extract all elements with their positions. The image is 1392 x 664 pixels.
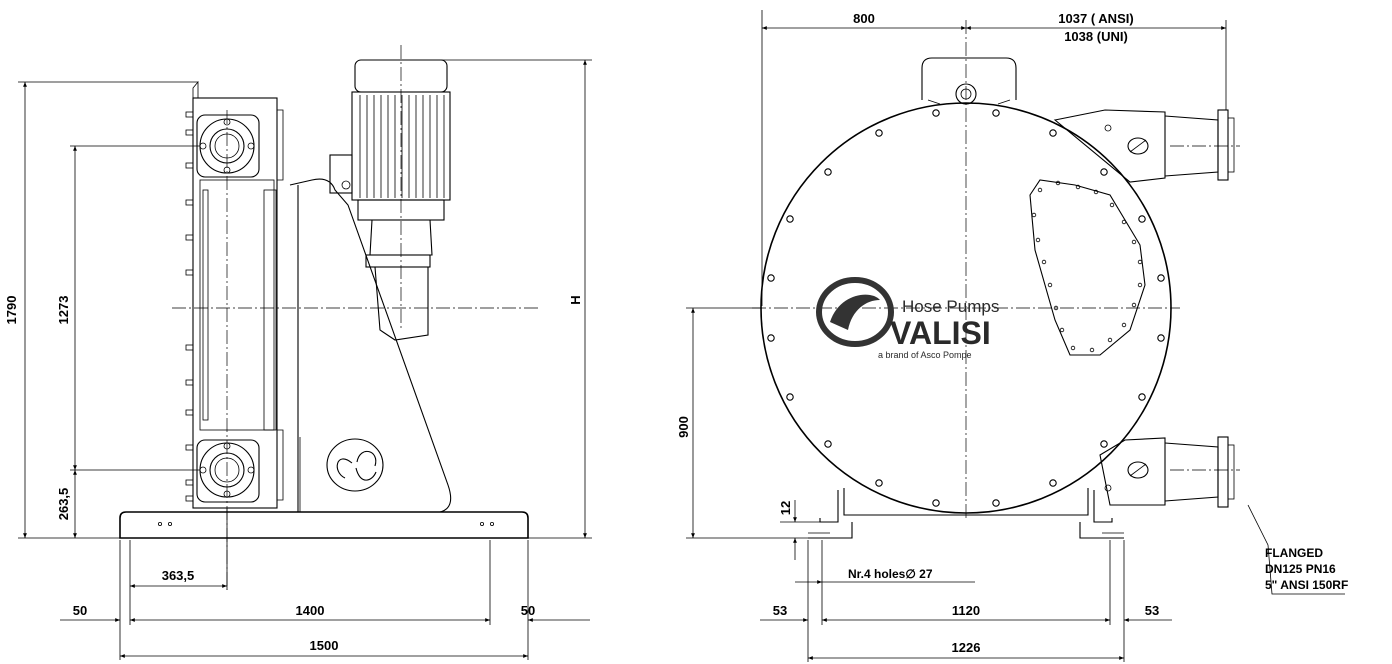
dim-right-width-uni: 1038 (UNI) <box>1064 29 1128 44</box>
front-view: Hose Pumps VALISI a brand of Asco Pompe … <box>676 10 1348 662</box>
flange-note-line2: DN125 PN16 <box>1265 562 1336 576</box>
dim-right-width-ansi: 1037 ( ANSI) <box>1058 11 1133 26</box>
dim-port-spacing: 1273 <box>56 296 71 325</box>
side-view: 1790 1273 263,5 H 363,5 50 1400 50 1500 <box>4 45 592 660</box>
fan-symbol <box>326 438 384 492</box>
dim-bolt-spacing: 1400 <box>296 603 325 618</box>
dim-hole-spacing: 1120 <box>952 603 980 618</box>
dim-base-length: 1500 <box>310 638 339 653</box>
top-housing <box>921 57 1017 105</box>
lower-flange <box>1104 436 1240 508</box>
flange-note-line3: 5" ANSI 150RF <box>1265 578 1348 592</box>
dim-foot-thickness: 12 <box>778 501 793 515</box>
dim-right-margin-front: 53 <box>1145 603 1159 618</box>
side-dimensions: 1790 1273 263,5 H 363,5 50 1400 50 1500 <box>4 59 592 660</box>
upper-port <box>196 114 260 178</box>
support-frame <box>289 178 452 513</box>
pump-housing-front <box>752 20 1240 539</box>
window-holes <box>1031 180 1143 353</box>
dim-left-margin: 50 <box>73 603 87 618</box>
dim-right-margin: 50 <box>521 603 535 618</box>
front-dimensions: 800 1037 ( ANSI) 1038 (UNI) 900 12 Nr.4 … <box>676 10 1348 662</box>
casing-bolts <box>185 111 194 502</box>
dim-port-offset: 363,5 <box>162 568 195 583</box>
logo-line1: Hose Pumps <box>902 297 999 316</box>
dim-base-width: 1226 <box>952 640 981 655</box>
upper-flange <box>1104 109 1240 181</box>
holes-note: Nr.4 holes∅ 27 <box>848 567 933 581</box>
logo-tagline: a brand of Asco Pompe <box>878 350 972 360</box>
dim-left-margin-front: 53 <box>773 603 787 618</box>
flange-note-line1: FLANGED <box>1265 546 1323 560</box>
lower-port <box>196 439 260 503</box>
dim-left-width: 800 <box>853 11 875 26</box>
dim-lower-port: 263,5 <box>56 488 71 521</box>
valisi-logo: Hose Pumps VALISI a brand of Asco Pompe <box>816 277 999 360</box>
dim-center-height: 900 <box>676 416 691 438</box>
perimeter-bolts <box>767 109 1165 507</box>
dim-motor-height: H <box>568 295 583 304</box>
logo-brand: VALISI <box>890 315 991 351</box>
base-plate <box>119 511 529 539</box>
dim-total-height: 1790 <box>4 296 19 325</box>
motor-side <box>329 45 451 341</box>
